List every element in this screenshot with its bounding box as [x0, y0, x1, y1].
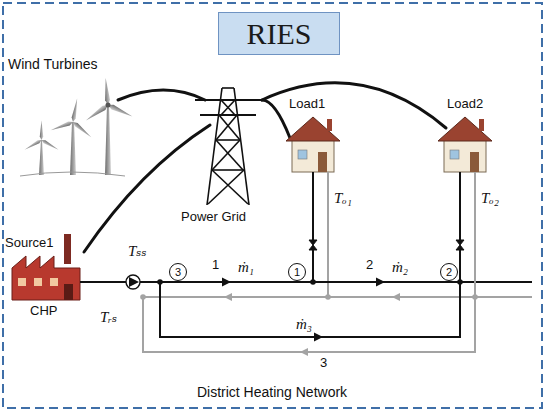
wind-turbines [20, 78, 134, 176]
return-pipes [143, 172, 532, 352]
temperature-label: Tₒ₁ [334, 190, 352, 207]
flow-label: ṁ₃ [296, 316, 312, 333]
node-text: RIES [246, 17, 311, 51]
load2-house [438, 117, 492, 172]
chp-label: CHP [30, 304, 57, 319]
load-label: Load1 [289, 97, 325, 112]
node-text: 2 [446, 266, 452, 278]
node-circle: 1 [288, 263, 306, 281]
temperature-label: Tₒ₂ [481, 190, 499, 207]
arrowhead [314, 333, 323, 342]
turbine-label: Wind Turbines [8, 56, 97, 72]
frame [3, 3, 542, 408]
node-text: 1 [294, 266, 300, 278]
flow-label: ṁ₁ [238, 259, 254, 276]
arrowhead [376, 278, 385, 287]
supply-pipe [160, 281, 460, 337]
node-circle: 3 [169, 263, 187, 281]
node-circle: 2 [440, 263, 458, 281]
pipe-number: 3 [320, 356, 327, 371]
valves [309, 240, 464, 250]
power-grid-tower [195, 88, 262, 205]
network-label: District Heating Network [197, 384, 347, 400]
return-arrows [224, 293, 400, 356]
pipe-number: 1 [212, 258, 219, 273]
grid-label: Power Grid [181, 210, 246, 225]
source-label: Source1 [5, 236, 53, 251]
power-wires [84, 83, 446, 252]
title-box: RIES [218, 12, 340, 55]
supply-pipes [80, 172, 532, 282]
junction-dots [140, 279, 478, 300]
flow-label: ṁ₂ [392, 259, 408, 276]
load-label: Load2 [447, 97, 483, 112]
supply-pipe [297, 281, 449, 282]
supply-pipe [178, 281, 297, 282]
arrowhead [222, 278, 231, 287]
temperature-label: Tᵣₛ [100, 309, 117, 326]
node-text: 3 [175, 266, 181, 278]
pump-symbol [126, 275, 140, 289]
load1-house [286, 117, 340, 172]
temperature-label: Tₛₛ [128, 243, 146, 260]
pipe-number: 2 [366, 258, 373, 273]
